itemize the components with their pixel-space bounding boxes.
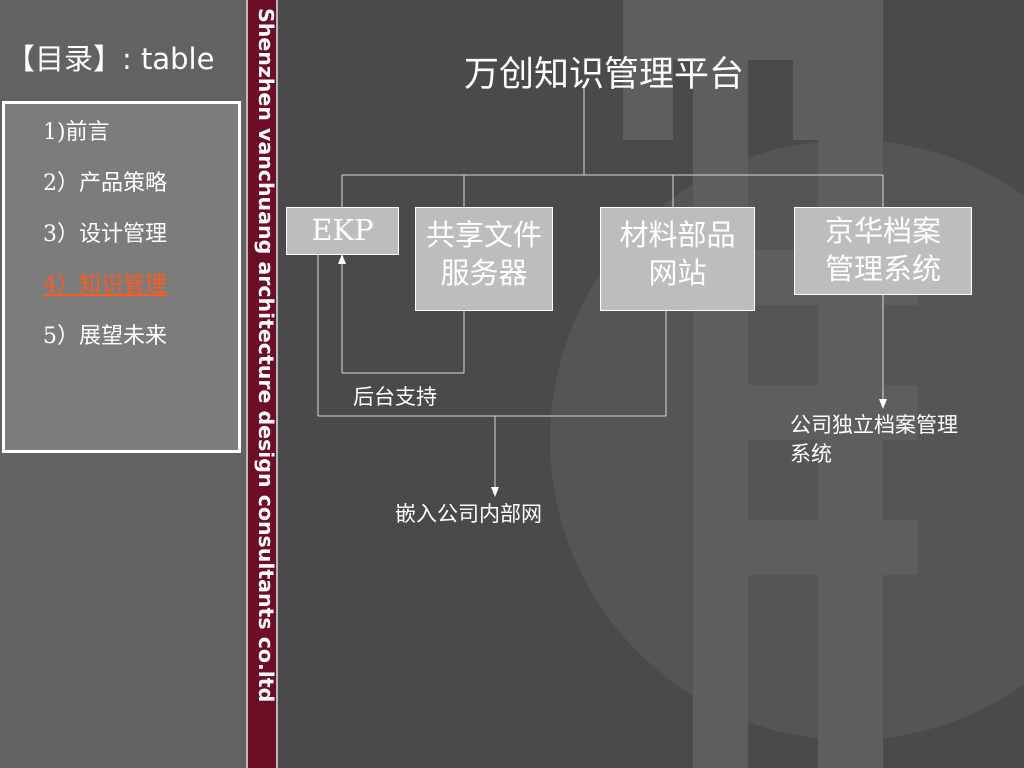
node-ekp-label: EKP xyxy=(311,213,374,247)
independent-archive-label: 公司独立档案管理 系统 xyxy=(790,411,958,469)
brand-strip: Shenzhen vanchuang architecture design c… xyxy=(246,0,278,768)
toc-box: 1)前言 2）产品策略 3）设计管理 4）知识管理 5）展望未来 xyxy=(2,101,241,453)
independent-archive-line2: 系统 xyxy=(790,442,832,466)
node-archive-line2: 管理系统 xyxy=(824,252,941,286)
toc-item-preface[interactable]: 1)前言 xyxy=(43,120,110,145)
node-share-line1: 共享文件 xyxy=(425,218,542,252)
independent-archive-line1: 公司独立档案管理 xyxy=(790,413,958,437)
embed-intranet-label: 嵌入公司内部网 xyxy=(395,502,542,526)
toc-item-design-management[interactable]: 3）设计管理 xyxy=(43,222,167,247)
node-material-line1: 材料部品 xyxy=(619,218,736,252)
node-material-site: 材料部品 网站 xyxy=(600,207,755,311)
node-share-server: 共享文件 服务器 xyxy=(415,207,553,311)
toc-heading: 【目录】: table xyxy=(6,42,215,76)
node-share-line2: 服务器 xyxy=(440,256,528,290)
arrow-down-icon xyxy=(491,487,499,497)
backend-support-label: 后台支持 xyxy=(353,385,437,409)
toc-item-product-strategy[interactable]: 2）产品策略 xyxy=(43,171,167,196)
platform-title: 万创知识管理平台 xyxy=(464,55,745,95)
toc-item-future-outlook[interactable]: 5）展望未来 xyxy=(43,324,167,349)
diagram-area: 万创知识管理平台 EKP 共享文件 服务器 材料部品 网站 京华档案 管理系统 … xyxy=(278,0,1024,768)
arrow-up-icon xyxy=(338,254,346,264)
brand-text: Shenzhen vanchuang architecture design c… xyxy=(254,8,278,703)
node-archive-system: 京华档案 管理系统 xyxy=(794,207,972,295)
node-archive-line1: 京华档案 xyxy=(824,214,941,248)
toc-item-knowledge-management[interactable]: 4）知识管理 xyxy=(43,273,167,298)
arrow-down-icon xyxy=(879,399,887,409)
left-panel: 【目录】: table 1)前言 2）产品策略 3）设计管理 4）知识管理 5）… xyxy=(0,0,246,768)
node-ekp: EKP xyxy=(286,207,399,255)
node-material-line2: 网站 xyxy=(648,256,707,290)
